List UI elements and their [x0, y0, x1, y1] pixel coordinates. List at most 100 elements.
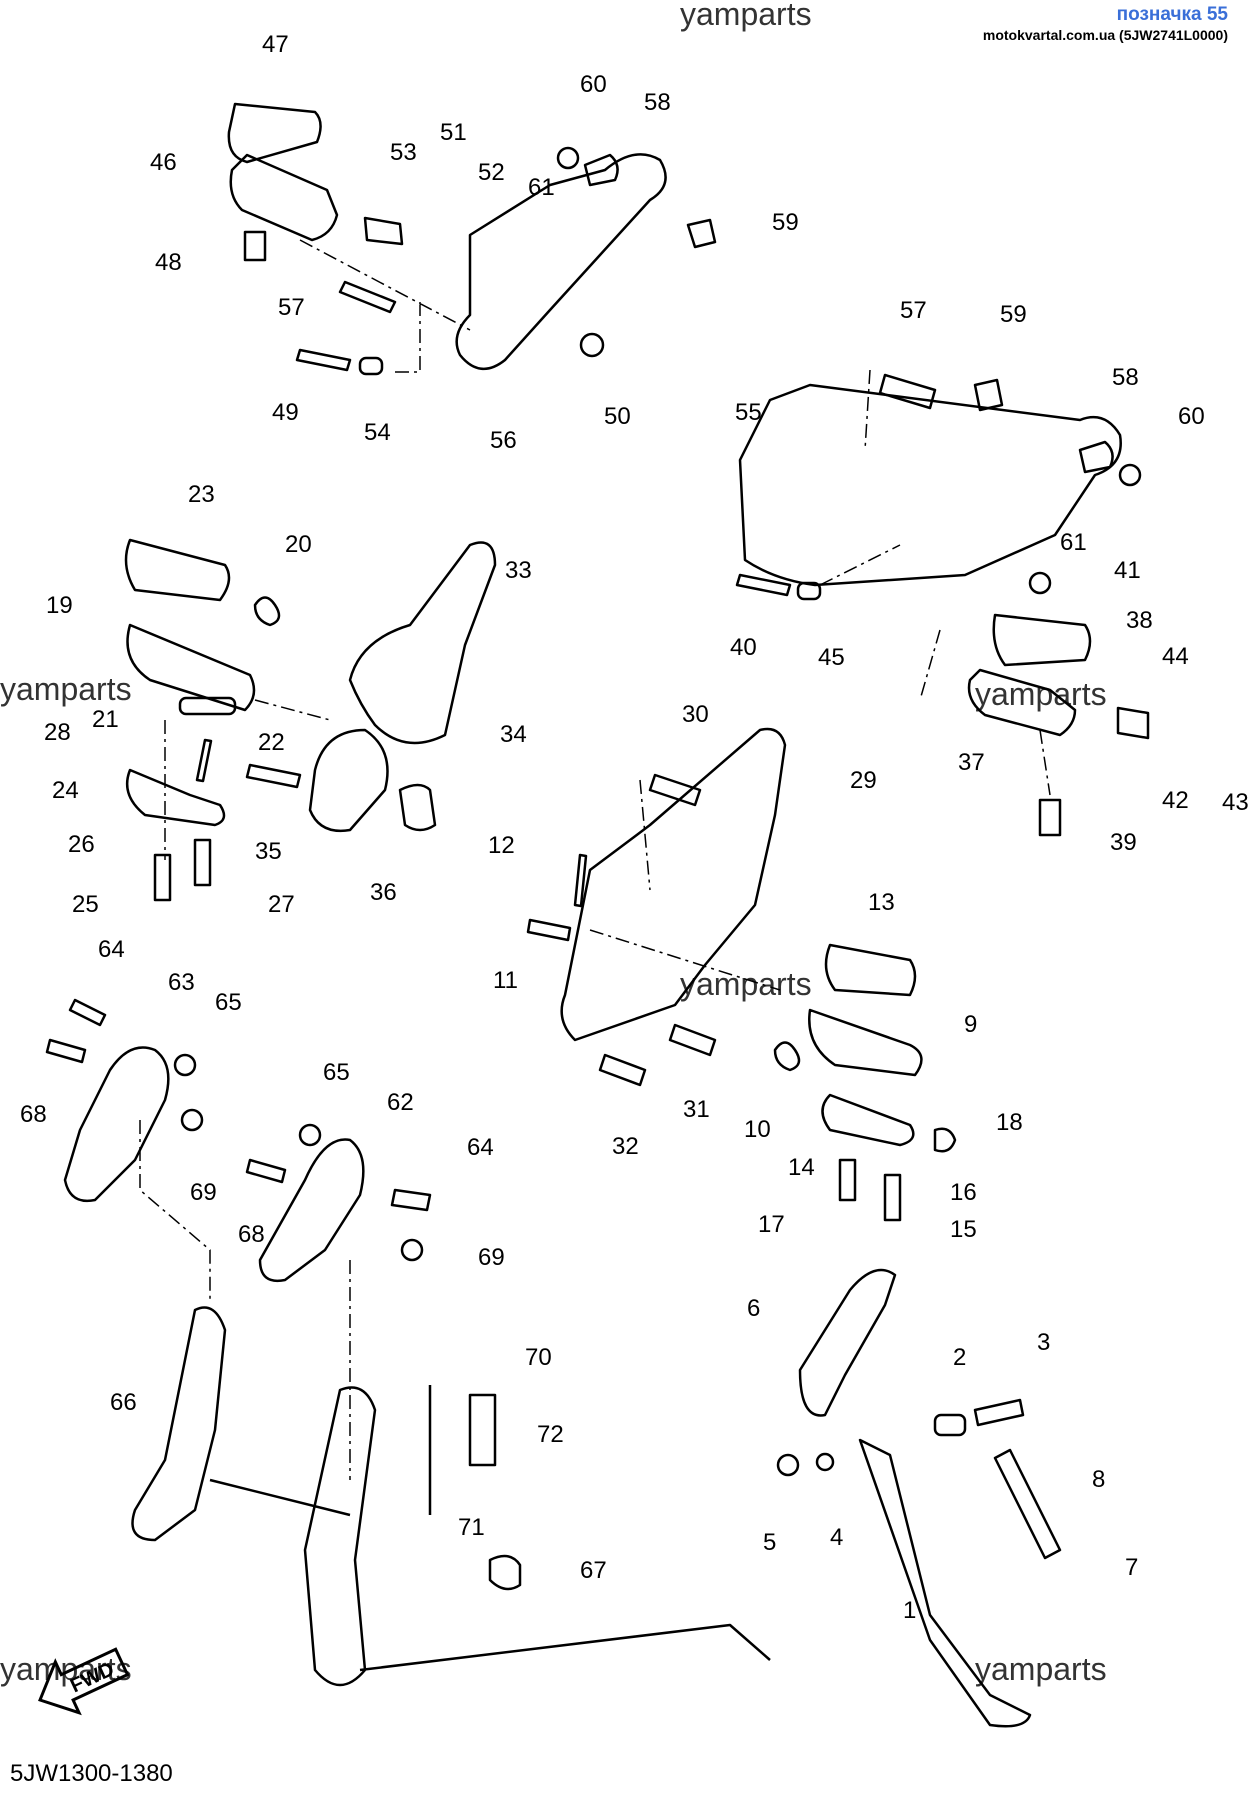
- callout-48: 48: [155, 249, 182, 276]
- bolt-68-left: [45, 1038, 87, 1064]
- callout-21: 21: [92, 706, 119, 733]
- callout-1: 1: [903, 1597, 916, 1624]
- nut-5: [776, 1453, 800, 1477]
- collar-36: [398, 783, 437, 832]
- callout-17: 17: [758, 1211, 785, 1238]
- footrest-bracket-9: [808, 1008, 923, 1077]
- stand-66-frame: [209, 1386, 771, 1687]
- pin-12: [573, 853, 588, 908]
- callout-15: 15: [950, 1216, 977, 1243]
- washer-60-right: [1118, 463, 1142, 487]
- bracket-34-lower: [308, 728, 389, 833]
- callout-35: 35: [255, 838, 282, 865]
- bolt-27: [193, 838, 212, 887]
- callout-38: 38: [1126, 607, 1153, 634]
- callout-52: 52: [478, 159, 505, 186]
- bolt-68-center: [245, 1158, 287, 1184]
- footrest-bracket-46: [229, 153, 339, 242]
- collar-58: [583, 153, 619, 187]
- callout-6: 6: [747, 1295, 760, 1322]
- bolt-57-right: [878, 373, 937, 410]
- callout-10: 10: [744, 1116, 771, 1143]
- header-badge: позначка 55 motokvartal.com.ua (5JW2741L…: [983, 4, 1228, 43]
- callout-16: 16: [950, 1179, 977, 1206]
- collar-59-right: [973, 378, 1004, 412]
- watermarks: yamparts yamparts yamparts yamparts yamp…: [0, 0, 1107, 1687]
- watermark-left: yamparts: [0, 671, 132, 707]
- watermark-bottom-right: yamparts: [975, 1651, 1107, 1687]
- callout-44: 44: [1162, 643, 1189, 670]
- callout-47: 47: [262, 31, 289, 58]
- callout-19: 19: [46, 592, 73, 619]
- callout-30: 30: [682, 701, 709, 728]
- leader-lines: [139, 239, 1051, 1480]
- callout-40: 40: [730, 634, 757, 661]
- callout-18: 18: [996, 1109, 1023, 1136]
- bracket-6: [798, 1268, 897, 1417]
- pin-21: [178, 696, 237, 716]
- callout-56: 56: [490, 427, 517, 454]
- callout-49: 49: [272, 399, 299, 426]
- callout-68: 68: [20, 1101, 47, 1128]
- callout-68: 68: [238, 1221, 265, 1248]
- pin-45: [796, 581, 822, 601]
- nut-69-center: [400, 1238, 424, 1262]
- bolt-64-left: [68, 998, 107, 1027]
- callout-65: 65: [215, 989, 242, 1016]
- spring-8: [993, 1448, 1062, 1560]
- footrest-rubber-38: [992, 613, 1092, 667]
- callout-69: 69: [190, 1179, 217, 1206]
- bracket-56: [455, 153, 667, 370]
- callout-57: 57: [900, 297, 927, 324]
- washer-60: [556, 146, 580, 170]
- callout-58: 58: [1112, 364, 1139, 391]
- callout-39: 39: [1110, 829, 1137, 856]
- callout-53: 53: [390, 139, 417, 166]
- callout-69: 69: [478, 1244, 505, 1271]
- bolt-30: [648, 773, 702, 807]
- bolt-57-upper: [338, 280, 397, 314]
- callout-42: 42: [1162, 787, 1189, 814]
- callout-65: 65: [323, 1059, 350, 1086]
- callout-59: 59: [1000, 301, 1027, 328]
- bumper-67: [488, 1554, 522, 1591]
- plate-44: [1116, 706, 1150, 740]
- watermark-center: yamparts: [680, 966, 812, 1002]
- bolt-48: [243, 230, 267, 262]
- callout-32: 32: [612, 1133, 639, 1160]
- callout-63: 63: [168, 969, 195, 996]
- spring-20: [253, 596, 281, 627]
- bracket-63: [63, 1046, 170, 1203]
- callout-9: 9: [964, 1011, 977, 1038]
- callout-20: 20: [285, 531, 312, 558]
- cap-18: [933, 1127, 957, 1153]
- callout-12: 12: [488, 832, 515, 859]
- callout-5: 5: [763, 1529, 776, 1556]
- callout-64: 64: [467, 1134, 494, 1161]
- fwd-arrow-icon: [38, 1647, 130, 1716]
- dashed-guides: [139, 239, 1051, 1480]
- footrest-bracket-37: [967, 668, 1077, 737]
- nut-65-center: [298, 1123, 322, 1147]
- callout-13: 13: [868, 889, 895, 916]
- callout-66: 66: [110, 1389, 137, 1416]
- callout-33: 33: [505, 557, 532, 584]
- figure-code: 5JW1300-1380: [10, 1760, 173, 1787]
- callout-22: 22: [258, 729, 285, 756]
- callout-64: 64: [98, 936, 125, 963]
- callout-57: 57: [278, 294, 305, 321]
- callout-37: 37: [958, 749, 985, 776]
- bolt-22: [195, 738, 213, 783]
- bolt-31: [668, 1023, 717, 1057]
- callout-24: 24: [52, 777, 79, 804]
- callout-27: 27: [268, 891, 295, 918]
- callout-60: 60: [1178, 403, 1205, 430]
- bracket-62: [258, 1138, 365, 1283]
- bolt-35: [245, 763, 302, 789]
- callout-26: 26: [68, 831, 95, 858]
- callout-59: 59: [772, 209, 799, 236]
- collar-58-right: [1078, 440, 1114, 474]
- callout-51: 51: [440, 119, 467, 146]
